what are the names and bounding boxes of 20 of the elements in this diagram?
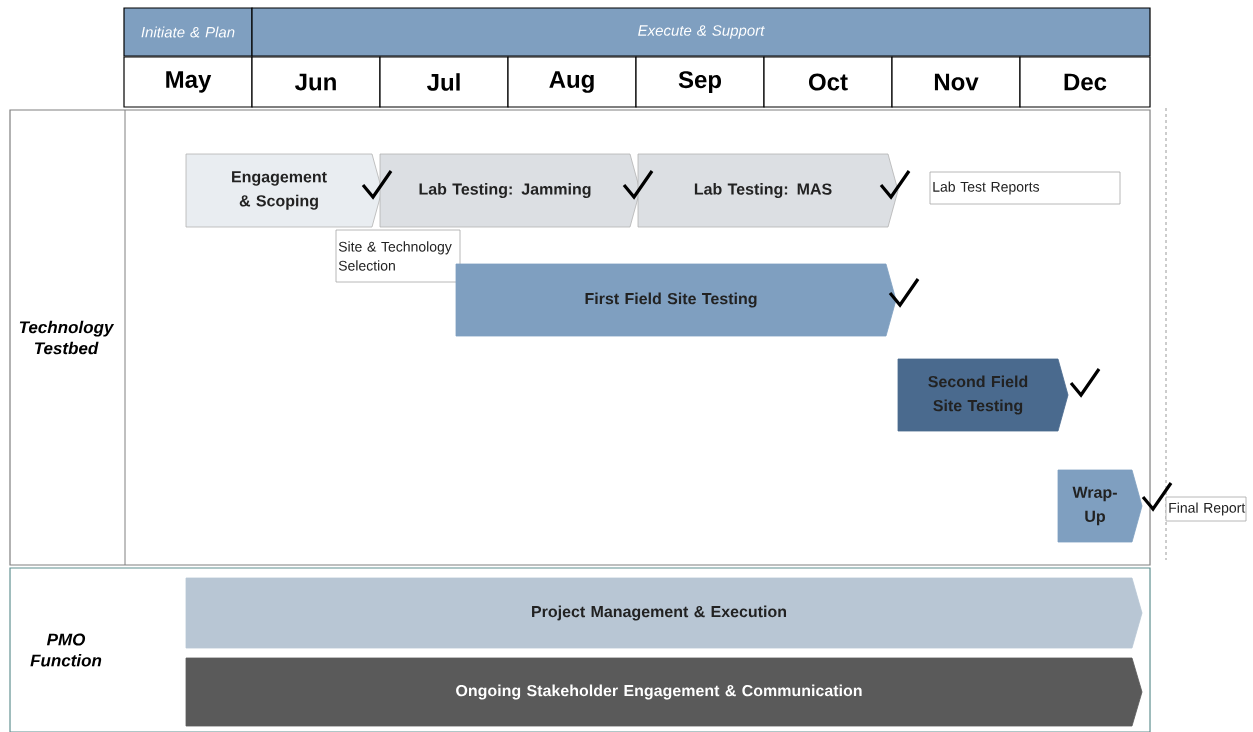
chevron-box: Wrap-Up bbox=[1057, 469, 1143, 543]
deliverable-box: Site & Technology Selection bbox=[335, 229, 461, 283]
month-cell: Dec bbox=[1019, 56, 1151, 108]
month-cell: Nov bbox=[891, 56, 1021, 108]
month-cell: Jun bbox=[251, 56, 381, 108]
chevron-box: Engagement & Scoping bbox=[185, 153, 383, 228]
month-cell: Aug bbox=[507, 56, 637, 108]
month-cell: Jul bbox=[379, 56, 509, 108]
chevron-box: Second Field Site Testing bbox=[897, 358, 1069, 432]
month-cell: Sep bbox=[635, 56, 765, 108]
month-cell: May bbox=[123, 56, 253, 108]
phase-header: Initiate & Plan bbox=[123, 7, 253, 57]
chevron-box: Project Management & Execution bbox=[185, 577, 1143, 649]
deliverable-box: Final Report bbox=[1165, 496, 1247, 522]
chevron-box: First Field Site Testing bbox=[455, 263, 897, 337]
chevron-box: Lab Testing: Jamming bbox=[379, 153, 641, 228]
month-cell: Oct bbox=[763, 56, 893, 108]
chevron-box: Lab Testing: MAS bbox=[637, 153, 899, 228]
chevron-box: Ongoing Stakeholder Engagement & Communication bbox=[185, 657, 1143, 727]
deliverable-box: Lab Test Reports bbox=[929, 171, 1121, 205]
